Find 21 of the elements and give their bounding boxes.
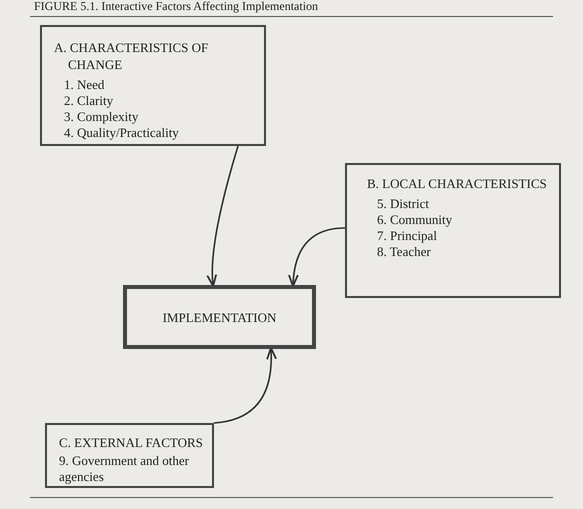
list-item: 2. Clarity [63, 93, 114, 109]
list-item: 6. Community [376, 212, 454, 228]
factor-box [345, 163, 561, 298]
list-item: 1. Need [63, 77, 106, 93]
box-heading: B. LOCAL CHARACTERISTICS [367, 175, 548, 192]
list-item: 9. Government and other agencies [59, 453, 190, 485]
outcome-box [123, 285, 316, 349]
list-item: 8. Teacher [376, 244, 432, 260]
curved-arrow [288, 227, 346, 288]
curved-arrow [206, 146, 239, 287]
list-item: 5. District [376, 196, 430, 212]
figure-title: FIGURE 5.1. Interactive Factors Affecting Implementation [34, 0, 318, 14]
list-item: 7. Principal [376, 228, 438, 244]
box-heading: C. EXTERNAL FACTORS [59, 434, 204, 451]
box-heading: A. CHARACTERISTICS OF CHANGE [54, 39, 210, 73]
factor-box [45, 423, 214, 488]
factor-box [40, 25, 266, 146]
list-item: 4. Quality/Practicality [63, 125, 180, 141]
curved-arrow [214, 346, 277, 424]
list-item: 3. Complexity [63, 109, 140, 125]
box-label: IMPLEMENTATION [162, 308, 276, 326]
